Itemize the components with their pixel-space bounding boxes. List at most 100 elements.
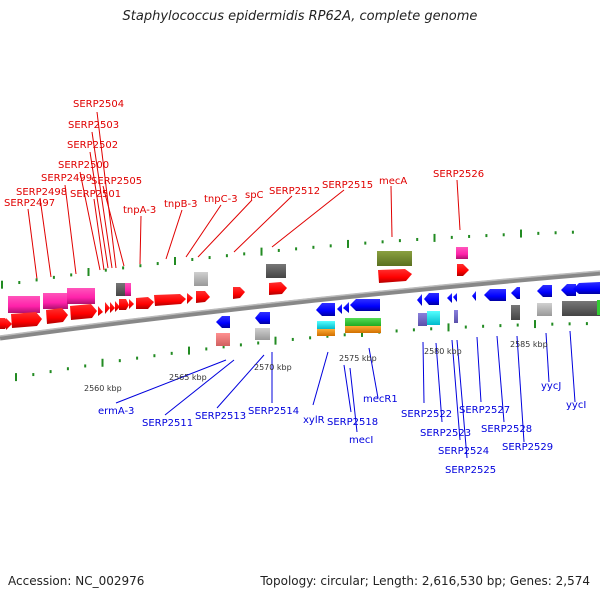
- gene-arrow: [424, 293, 439, 305]
- gene-arrow: [115, 301, 120, 312]
- gene-label[interactable]: mecA: [379, 176, 407, 187]
- gene-label[interactable]: tnpB-3: [164, 199, 197, 210]
- minor-tick: [153, 354, 156, 358]
- major-tick: [447, 323, 450, 332]
- gene-arrow: [447, 293, 452, 303]
- major-tick: [534, 320, 536, 329]
- gene-label[interactable]: SERP2504: [73, 99, 124, 110]
- genome-summary-text: Topology: circular; Length: 2,616,530 bp…: [260, 574, 590, 588]
- gene-box: [8, 296, 40, 313]
- gene-label[interactable]: ermA-3: [98, 406, 134, 417]
- gene-arrow: [216, 316, 230, 328]
- minor-tick: [291, 337, 294, 341]
- minor-tick: [118, 359, 121, 363]
- gene-label[interactable]: SERP2501: [70, 189, 121, 200]
- gene-arrow: [119, 299, 129, 310]
- gene-label[interactable]: SERP2515: [322, 180, 373, 191]
- minor-tick: [84, 364, 87, 368]
- gene-label[interactable]: SERP2522: [401, 409, 452, 420]
- gene-arrow: [225, 318, 230, 326]
- gene-label[interactable]: SERP2511: [142, 418, 193, 429]
- gene-label[interactable]: SERP2514: [248, 406, 299, 417]
- gene-arrow: [337, 304, 342, 314]
- minor-tick: [309, 336, 312, 340]
- minor-tick: [208, 256, 211, 260]
- genome-backbone: [0, 270, 600, 341]
- minor-tick: [139, 264, 142, 268]
- gene-arrow: [98, 306, 103, 316]
- gene-label[interactable]: mecI: [349, 435, 373, 446]
- gene-label[interactable]: yycJ: [541, 381, 561, 392]
- upper-scale-ticks: [1, 229, 574, 289]
- gene-arrow: [417, 294, 422, 306]
- minor-tick: [225, 254, 228, 258]
- minor-tick: [277, 248, 280, 252]
- gene-label[interactable]: SERP2528: [481, 424, 532, 435]
- scale-labels: 2560 kbp 2565 kbp 2570 kbp 2575 kbp 2580…: [84, 340, 548, 393]
- major-tick: [433, 233, 436, 242]
- gene-arrow: [105, 302, 110, 314]
- gene-box: [511, 305, 520, 320]
- gene-arrow: [316, 303, 335, 316]
- gene-label[interactable]: SERP2499: [41, 173, 92, 184]
- scale-label: 2565 kbp: [169, 373, 207, 382]
- minor-tick: [18, 281, 21, 285]
- minor-tick: [295, 247, 298, 251]
- gene-arrow: [110, 302, 115, 313]
- gene-arrow: [472, 291, 476, 301]
- minor-tick: [412, 328, 415, 332]
- minor-tick: [485, 234, 488, 238]
- major-tick: [174, 256, 176, 265]
- minor-tick: [468, 234, 471, 238]
- gene-label[interactable]: SERP2529: [502, 442, 553, 453]
- gene-label[interactable]: mecR1: [363, 394, 398, 405]
- gene-label[interactable]: SERP2526: [433, 169, 484, 180]
- genome-backbone-highlight: [0, 270, 600, 337]
- minor-tick: [70, 273, 73, 277]
- major-tick: [101, 358, 104, 367]
- gene-arrow: [484, 289, 506, 301]
- minor-tick: [568, 322, 571, 326]
- gene-box: [454, 310, 458, 323]
- gene-arrow: [70, 304, 97, 320]
- gene-label[interactable]: SERP2512: [269, 186, 320, 197]
- minor-tick: [516, 323, 519, 327]
- minor-tick: [416, 237, 419, 241]
- gene-label[interactable]: SERP2498: [16, 187, 67, 198]
- gene-label[interactable]: spC: [245, 190, 264, 201]
- minor-tick: [35, 278, 38, 282]
- gene-label[interactable]: tnpC-3: [204, 194, 238, 205]
- minor-tick: [554, 231, 557, 235]
- gene-label[interactable]: SERP2518: [327, 417, 378, 428]
- minor-tick: [381, 240, 384, 244]
- gene-label[interactable]: SERP2523: [420, 428, 471, 439]
- gene-box: [194, 272, 208, 286]
- minor-tick: [499, 324, 502, 328]
- gene-arrow: [537, 285, 552, 297]
- reverse-leader-lines: [115, 330, 576, 459]
- gene-label[interactable]: SERP2500: [58, 160, 109, 171]
- gene-arrow: [46, 308, 68, 324]
- gene-arrow: [453, 293, 457, 302]
- gene-box: [562, 301, 600, 316]
- gene-label[interactable]: SERP2524: [438, 446, 489, 457]
- gene-label[interactable]: tnpA-3: [123, 205, 156, 216]
- gene-box: [67, 288, 95, 304]
- minor-tick: [205, 347, 208, 351]
- minor-tick: [312, 245, 315, 249]
- gene-box: [317, 329, 335, 336]
- gene-label[interactable]: yycI: [566, 400, 586, 411]
- gene-label[interactable]: SERP2527: [459, 405, 510, 416]
- gene-label[interactable]: SERP2502: [67, 140, 118, 151]
- gene-label[interactable]: SERP2513: [195, 411, 246, 422]
- minor-tick: [66, 367, 69, 371]
- gene-label[interactable]: xylR: [303, 415, 325, 426]
- gene-arrow: [378, 269, 412, 283]
- gene-label[interactable]: SERP2503: [68, 120, 119, 131]
- minor-tick: [326, 334, 329, 338]
- gene-label[interactable]: SERP2497: [4, 198, 55, 209]
- lower-scale-ticks: [15, 320, 588, 382]
- gene-box: [456, 247, 468, 259]
- gene-label[interactable]: SERP2505: [91, 176, 142, 187]
- gene-label[interactable]: SERP2525: [445, 465, 496, 476]
